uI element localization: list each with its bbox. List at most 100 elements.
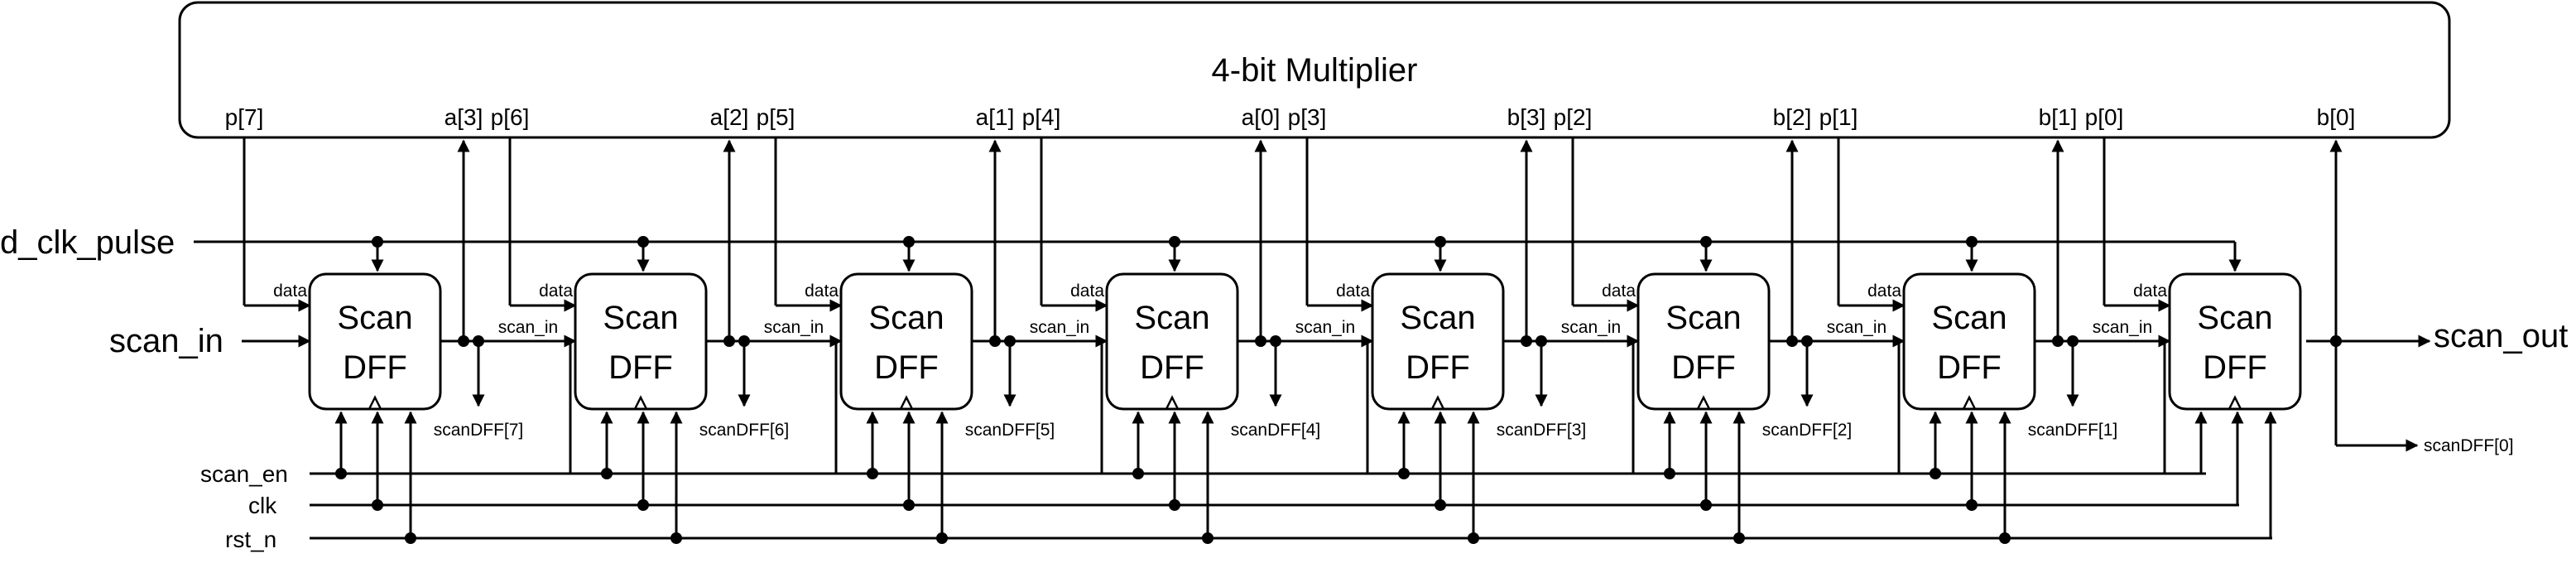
- scan-dff-out-label: scanDFF[4]: [1231, 421, 1321, 440]
- clk-junction: [372, 499, 383, 511]
- clock-input-icon: [633, 395, 648, 410]
- clk-junction: [1435, 499, 1446, 511]
- multiplier-title: 4-bit Multiplier: [1212, 52, 1418, 89]
- ab-port-label: b[2]: [1773, 104, 1812, 130]
- ab-port-label: a[1]: [976, 104, 1015, 130]
- scan-dff-label-bottom: DFF: [1140, 349, 1204, 386]
- scan-en-junction: [1132, 468, 1144, 479]
- rst-n-junction: [670, 532, 682, 544]
- clk-junction: [637, 499, 649, 511]
- scan-dff-label-bottom: DFF: [608, 349, 673, 386]
- multiplier-block: 4-bit Multiplier p[7] a[3] p[6] a[2] p[5] a[1…: [178, 1, 2451, 139]
- scan-dff-out-label: scanDFF[6]: [699, 421, 790, 440]
- scan-en-junction: [601, 468, 613, 479]
- ab-port-label: b[3]: [1507, 104, 1546, 130]
- scan-dff: [839, 272, 973, 411]
- scan-dff-label-top: Scan: [1931, 300, 2006, 336]
- clock-input-icon: [1962, 395, 1977, 410]
- scan-en-junction: [1930, 468, 1941, 479]
- scan-dff-label-top: Scan: [1665, 300, 1741, 336]
- scan-dff: [2168, 272, 2302, 411]
- scan-in-pin-label: scan_in: [2093, 318, 2152, 337]
- scan-dff: [1636, 272, 1771, 411]
- p-port-label: p[6]: [491, 104, 530, 130]
- rst-n-junction: [1733, 532, 1745, 544]
- data-pin-label: data: [1336, 282, 1370, 301]
- p-port-label: p[1]: [1819, 104, 1858, 130]
- multiplier-box: [178, 1, 2451, 139]
- scan-in-label: scan_in: [109, 323, 223, 359]
- scan-dff-out-label: scanDFF[3]: [1497, 421, 1587, 440]
- rst-n-label: rst_n: [225, 527, 276, 552]
- p-port-label: p[7]: [225, 104, 264, 130]
- multiplier-ports: p[7] a[3] p[6] a[2] p[5] a[1] p[4] a[0] p[3] b[3]…: [225, 104, 2356, 130]
- scan-dff-label-bottom: DFF: [1671, 349, 1736, 386]
- scan-dff: [1902, 272, 2036, 411]
- scan-in-pin-label: scan_in: [1827, 318, 1886, 337]
- data-pin-label: data: [1070, 282, 1104, 301]
- rst-n-junction: [1202, 532, 1214, 544]
- ab-port-label: b[1]: [2039, 104, 2078, 130]
- p-port-label: p[0]: [2085, 104, 2124, 130]
- scan-dff-label-bottom: DFF: [2203, 349, 2267, 386]
- scan-dff-label-top: Scan: [337, 300, 412, 336]
- scan-dff-out-label: scanDFF[7]: [434, 421, 524, 440]
- p-port-label: p[3]: [1288, 104, 1327, 130]
- ab-port-label: a[3]: [445, 104, 483, 130]
- clock-input-icon: [1165, 395, 1180, 410]
- ab-port-label: a[2]: [710, 104, 749, 130]
- scan-dff-label-top: Scan: [868, 300, 944, 336]
- scan-dff-label-bottom: DFF: [1406, 349, 1470, 386]
- scan-in-pin-label: scan_in: [498, 318, 558, 337]
- rst-n-junction: [1999, 532, 2011, 544]
- scan-en-junction: [1398, 468, 1410, 479]
- scan-dff: [308, 272, 442, 411]
- clock-input-icon: [2228, 395, 2242, 410]
- p-port-label: p[2]: [1554, 104, 1593, 130]
- clock-input-icon: [1696, 395, 1711, 410]
- scan-dff-label-bottom: DFF: [874, 349, 939, 386]
- data-pin-label: data: [805, 282, 839, 301]
- scan-en-label: scan_en: [200, 461, 288, 487]
- rst-n-junction: [936, 532, 948, 544]
- data-pin-label: data: [539, 282, 573, 301]
- data-pin-label: data: [1867, 282, 1901, 301]
- scan-dff-label-top: Scan: [1134, 300, 1209, 336]
- clock-input-icon: [899, 395, 914, 410]
- clk-junction: [1700, 499, 1712, 511]
- scan-en-junction: [867, 468, 878, 479]
- scan-en-junction: [1664, 468, 1675, 479]
- scan-dff0-label: scanDFF[0]: [2424, 436, 2514, 455]
- scan-dff-out-label: scanDFF[2]: [1762, 421, 1853, 440]
- scan-out-label: scan_out: [2434, 318, 2568, 354]
- clk-label: clk: [248, 493, 277, 518]
- d-clk-pulse-label: d_clk_pulse: [0, 224, 175, 261]
- ab-port-label: b[0]: [2317, 104, 2356, 130]
- scan-dff-out-label: scanDFF[5]: [965, 421, 1055, 440]
- scan-dff: [1371, 272, 1505, 411]
- scan-dff: [1105, 272, 1239, 411]
- scan-in-pin-label: scan_in: [1295, 318, 1355, 337]
- wiring: [194, 240, 2431, 540]
- scan-in-pin-label: scan_in: [764, 318, 824, 337]
- scan-dff: [574, 272, 708, 411]
- data-pin-label: data: [1602, 282, 1636, 301]
- clock-input-icon: [1430, 395, 1445, 410]
- scan-in-pin-label: scan_in: [1030, 318, 1089, 337]
- ab-port-label: a[0]: [1242, 104, 1281, 130]
- p-port-label: p[5]: [757, 104, 795, 130]
- clk-junction: [1966, 499, 1978, 511]
- p-port-label: p[4]: [1022, 104, 1061, 130]
- scan-en-junction: [335, 468, 347, 479]
- scan-dff-label-top: Scan: [1400, 300, 1475, 336]
- scan-dff-label-top: Scan: [603, 300, 678, 336]
- clk-junction: [1169, 499, 1180, 511]
